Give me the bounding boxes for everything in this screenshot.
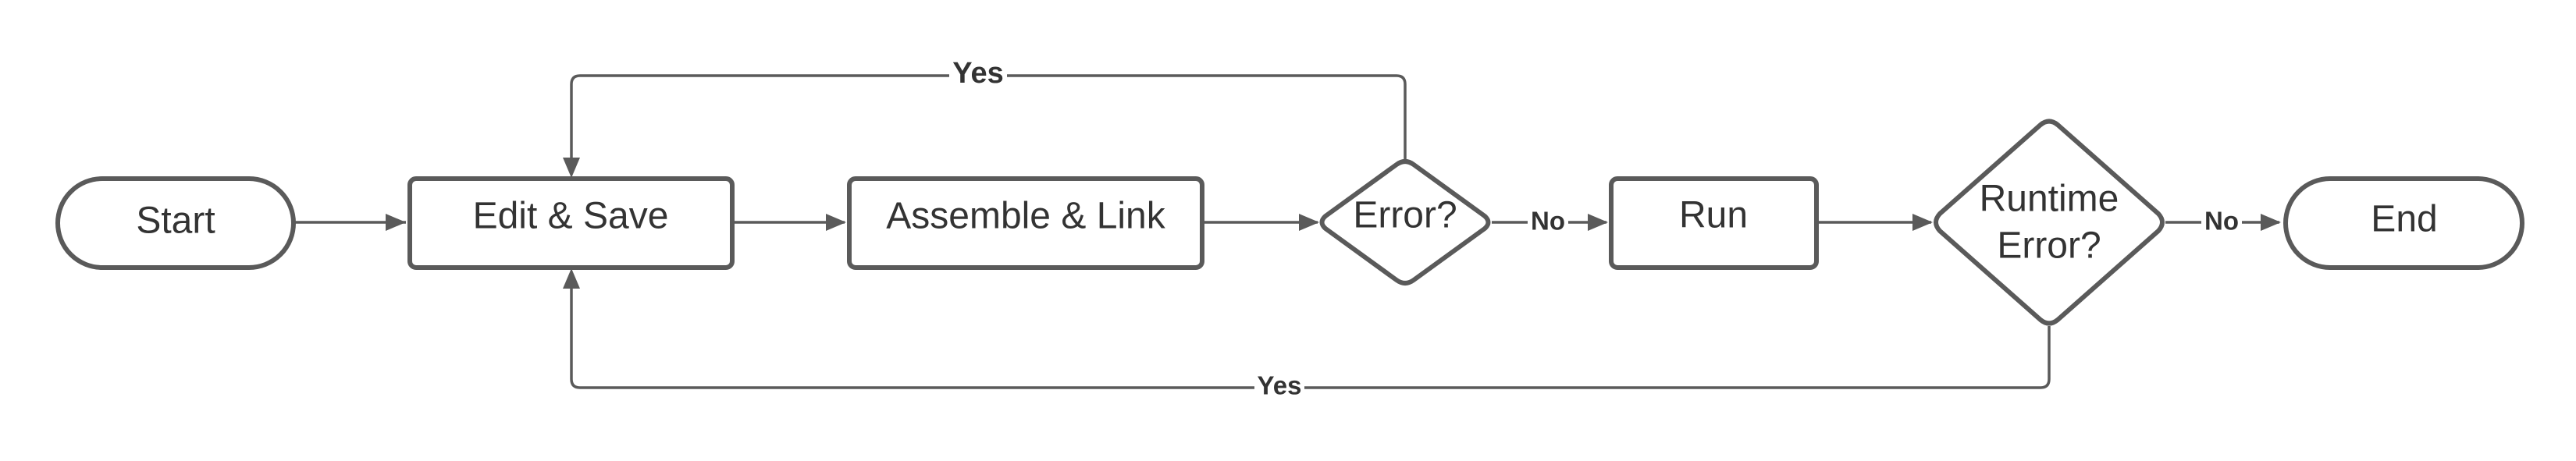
arrowhead-edit-from-bottom bbox=[563, 268, 580, 289]
node-edit-save: Edit & Save bbox=[407, 176, 735, 270]
node-assemble-link: Assemble & Link bbox=[847, 176, 1204, 270]
runtime-error-label-line2: Error? bbox=[1997, 225, 2101, 267]
arrowhead-edit-from-top bbox=[563, 158, 580, 178]
edge-label-bg bbox=[1528, 209, 1568, 237]
edge-label-bg bbox=[2201, 209, 2242, 237]
node-runtime-error-decision: Runtime Error? bbox=[1934, 119, 2165, 326]
start-label: Start bbox=[136, 200, 215, 242]
run-label: Run bbox=[1679, 195, 1748, 236]
node-end: End bbox=[2283, 176, 2524, 270]
edge-label-runtime-no: No bbox=[2204, 207, 2239, 236]
edge-label-runtime-yes: Yes bbox=[1258, 371, 1302, 400]
error-decision-shape bbox=[1319, 159, 1491, 285]
edge-label-bg bbox=[1254, 373, 1304, 402]
arrowhead-edit-from-start bbox=[386, 214, 406, 231]
assemble-link-label: Assemble & Link bbox=[886, 196, 1165, 237]
edge-label-error-no: No bbox=[1531, 207, 1565, 236]
arrowhead-error bbox=[1299, 214, 1319, 231]
edit-save-process-shape bbox=[407, 176, 735, 270]
arrowhead-assemble bbox=[826, 214, 846, 231]
edit-save-label: Edit & Save bbox=[473, 196, 669, 237]
node-start: Start bbox=[55, 176, 296, 270]
node-run: Run bbox=[1609, 176, 1819, 270]
end-terminal-shape bbox=[2283, 176, 2524, 270]
runtime-error-label-line1: Runtime bbox=[1980, 179, 2119, 220]
arrowhead-run bbox=[1588, 214, 1608, 231]
run-process-shape bbox=[1609, 176, 1819, 270]
connector-runtime-yes-loop bbox=[570, 273, 2051, 389]
end-label: End bbox=[2371, 199, 2437, 240]
runtime-error-decision-shape bbox=[1934, 119, 2165, 326]
start-terminal-shape bbox=[55, 176, 296, 270]
node-error-decision: Error? bbox=[1319, 159, 1491, 285]
error-decision-label: Error? bbox=[1353, 195, 1457, 236]
arrowhead-end bbox=[2261, 214, 2281, 231]
edge-label-error-yes: Yes bbox=[952, 57, 1004, 90]
assemble-link-process-shape bbox=[847, 176, 1204, 270]
arrowhead-runtime-error bbox=[1912, 214, 1933, 231]
edge-label-bg bbox=[949, 59, 1007, 92]
